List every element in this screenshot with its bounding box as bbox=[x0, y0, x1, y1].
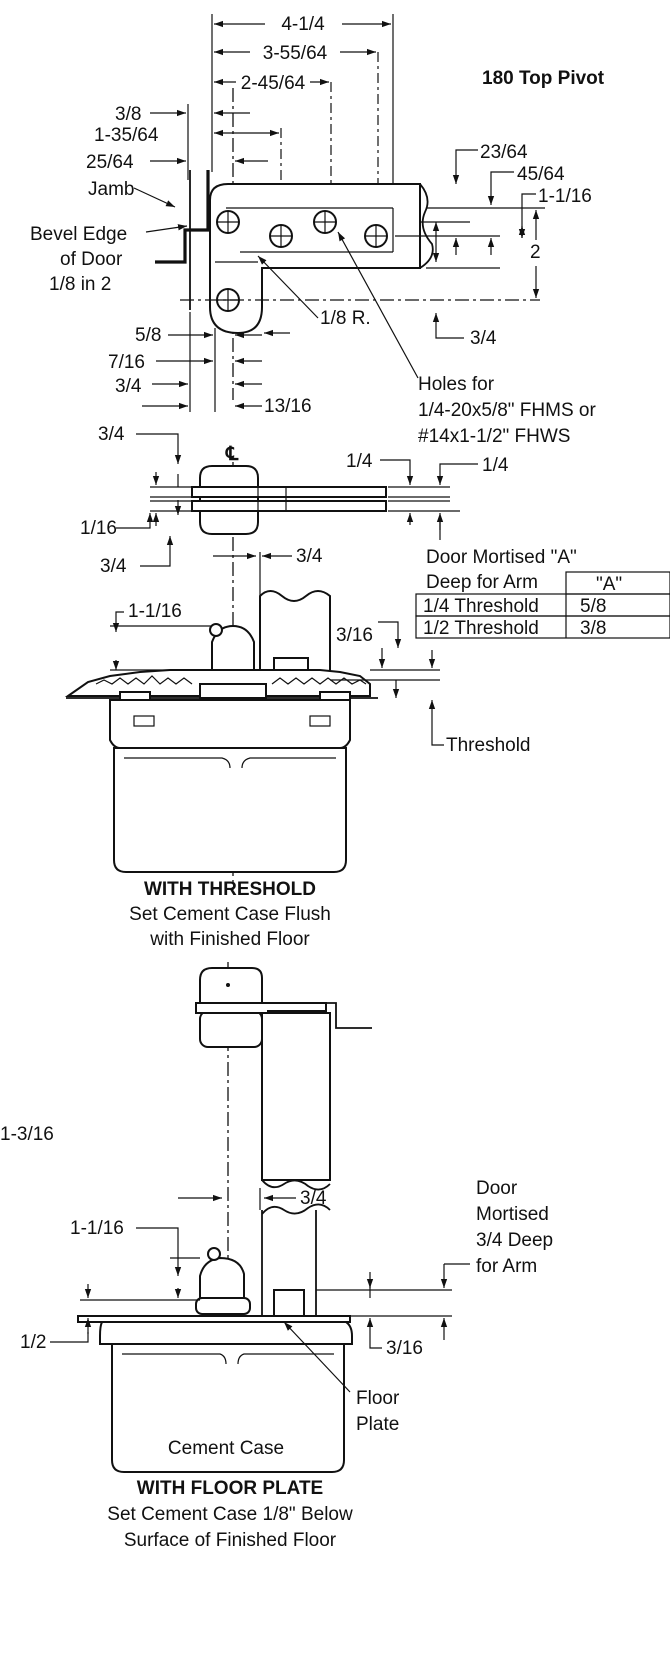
floorplate-caption-3: Surface of Finished Floor bbox=[124, 1530, 337, 1551]
dim-45-64: 45/64 bbox=[517, 164, 565, 185]
bevel-label-1: Bevel Edge bbox=[30, 224, 127, 245]
bevel-label-3: 1/8 in 2 bbox=[49, 274, 111, 295]
door-note-4: for Arm bbox=[476, 1256, 537, 1277]
dim-7-16: 7/16 bbox=[108, 352, 145, 373]
floor-plate-label-2: Plate bbox=[356, 1414, 399, 1435]
holes-label-1: Holes for bbox=[418, 374, 495, 395]
dim-4-1-4: 4-1/4 bbox=[281, 14, 325, 35]
threshold-label: Threshold bbox=[446, 735, 531, 756]
jamb-label: Jamb bbox=[88, 179, 134, 200]
table-title-1: Door Mortised "A" bbox=[426, 547, 577, 568]
side-dim-3-4-bot: 3/4 bbox=[100, 556, 127, 577]
floor-plate-label-1: Floor bbox=[356, 1388, 400, 1409]
table-row-1-value: 5/8 bbox=[580, 596, 606, 617]
floorplate-view: 1-3/16 3/4 Cement Case 1-1/16 1/2 bbox=[0, 962, 553, 1551]
floorplate-caption-1: WITH FLOOR PLATE bbox=[137, 1478, 323, 1499]
dim-3-55-64: 3-55/64 bbox=[263, 43, 328, 64]
holes-label-3: #14x1-1/2" FHWS bbox=[418, 426, 570, 447]
holes-label-2: 1/4-20x5/8" FHMS or bbox=[418, 400, 596, 421]
centerline-symbol: ℄ bbox=[225, 444, 239, 465]
side-dim-1-4b: 1/4 bbox=[482, 455, 509, 476]
bevel-label-2: of Door bbox=[60, 249, 123, 270]
dim-23-64: 23/64 bbox=[480, 142, 528, 163]
threshold-view: 3/4 1-1/16 3/16 bbox=[64, 546, 670, 950]
door-note-1: Door bbox=[476, 1178, 518, 1199]
fp-dim-3-16: 3/16 bbox=[386, 1338, 423, 1359]
thr-dim-3-16: 3/16 bbox=[336, 625, 373, 646]
screw-hole-3 bbox=[313, 210, 337, 234]
dim-13-16: 13/16 bbox=[264, 396, 312, 417]
table-header-a: "A" bbox=[596, 574, 622, 595]
dim-3-8: 3/8 bbox=[115, 104, 141, 125]
drawing-title: 180 Top Pivot bbox=[482, 68, 605, 89]
thr-dim-1-1-16: 1-1/16 bbox=[128, 601, 182, 622]
floorplate-caption-2: Set Cement Case 1/8" Below bbox=[107, 1504, 353, 1525]
table-row-2-label: 1/2 Threshold bbox=[423, 618, 539, 639]
fp-dim-1-3-16: 1-3/16 bbox=[0, 1124, 54, 1145]
dim-radius: 1/8 R. bbox=[320, 308, 371, 329]
threshold-caption-2: Set Cement Case Flush bbox=[129, 904, 331, 925]
table-row-1-label: 1/4 Threshold bbox=[423, 596, 539, 617]
threshold-caption-3: with Finished Floor bbox=[149, 929, 310, 950]
dim-1-35-64: 1-35/64 bbox=[94, 125, 159, 146]
dim-2: 2 bbox=[530, 242, 541, 263]
door-note-2: Mortised bbox=[476, 1204, 549, 1225]
side-view: ℄ 3/4 1/16 3/4 1/4 1/4 bbox=[80, 424, 509, 890]
dim-3-4-right: 3/4 bbox=[470, 328, 497, 349]
side-dim-1-4a: 1/4 bbox=[346, 451, 373, 472]
screw-hole-1 bbox=[216, 210, 240, 234]
table-title-2: Deep for Arm bbox=[426, 572, 538, 593]
table-row-2-value: 3/8 bbox=[580, 618, 606, 639]
dim-25-64: 25/64 bbox=[86, 152, 134, 173]
fp-dim-3-4: 3/4 bbox=[300, 1188, 327, 1209]
fp-dim-1-1-16: 1-1/16 bbox=[70, 1218, 124, 1239]
screw-hole-4 bbox=[364, 224, 388, 248]
dim-1-1-16-top: 1-1/16 bbox=[538, 186, 592, 207]
dim-2-45-64: 2-45/64 bbox=[241, 73, 306, 94]
dim-5-8: 5/8 bbox=[135, 325, 161, 346]
cement-case-label: Cement Case bbox=[168, 1438, 284, 1459]
side-dim-1-16: 1/16 bbox=[80, 518, 117, 539]
top-view: 4-1/4 3-55/64 2-45/64 3/8 1-35/64 25/64 … bbox=[30, 14, 596, 447]
side-dim-3-4-top: 3/4 bbox=[98, 424, 125, 445]
screw-hole-2 bbox=[269, 224, 293, 248]
door-note-3: 3/4 Deep bbox=[476, 1230, 553, 1251]
threshold-caption-1: WITH THRESHOLD bbox=[144, 879, 316, 900]
fp-dim-1-2: 1/2 bbox=[20, 1332, 46, 1353]
dim-3-4-left: 3/4 bbox=[115, 376, 142, 397]
thr-dim-3-4: 3/4 bbox=[296, 546, 323, 567]
